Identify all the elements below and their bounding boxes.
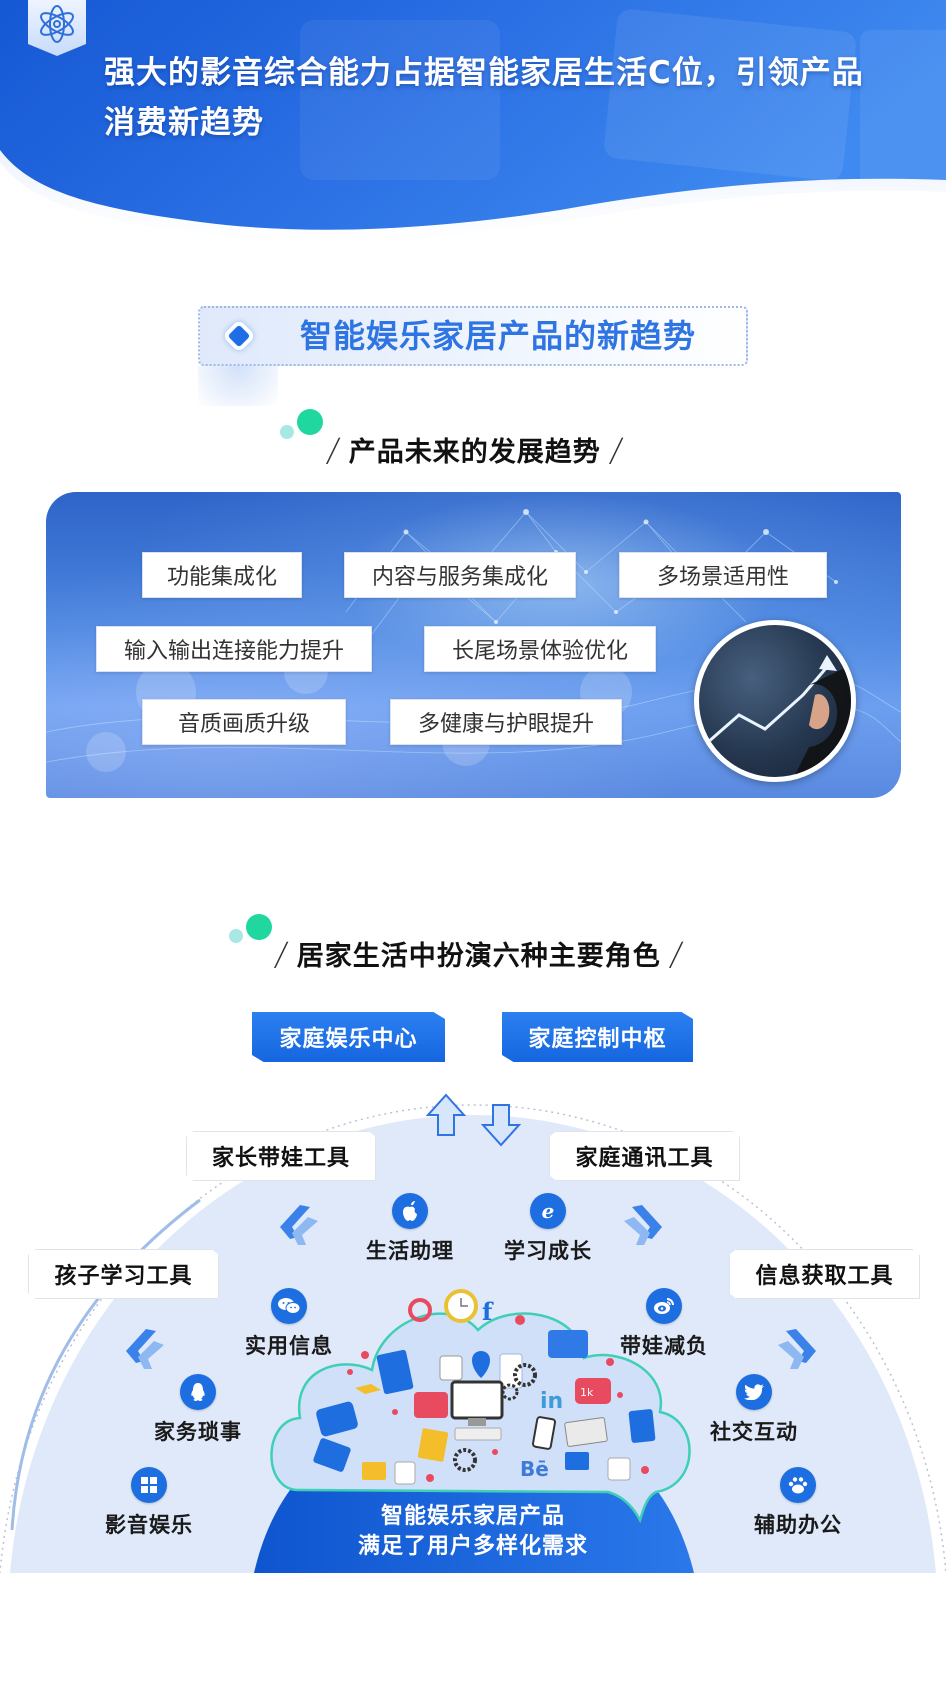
qq-icon [180, 1374, 216, 1410]
slash-decoration: / [607, 430, 625, 469]
trend-chip: 内容与服务集成化 [344, 552, 576, 598]
feature-label: 辅助办公 [754, 1513, 842, 1537]
section-banner: 智能娱乐家居产品的新趋势 [198, 306, 748, 366]
roles-heading: / 居家生活中扮演六种主要角色 / [266, 934, 692, 973]
chevron-up-left-icon [280, 1205, 318, 1245]
page-title: 强大的影音综合能力占据智能家居生活C位，引领产品消费新趋势 [104, 55, 864, 141]
feature-label: 带娃减负 [620, 1334, 708, 1358]
svg-text:Bē: Bē [520, 1457, 549, 1481]
feature-life-assistant: 生活助理 [355, 1193, 465, 1265]
role-tag-information-tool: 信息获取工具 [729, 1249, 920, 1299]
trend-chip: 多健康与护眼提升 [390, 699, 622, 745]
svg-text:1k: 1k [580, 1386, 594, 1399]
section-banner-title: 智能娱乐家居产品的新趋势 [300, 317, 697, 355]
feature-parenting-relief: 带娃减负 [609, 1288, 719, 1360]
header-wave-background [0, 0, 946, 242]
role-tag-parenting-tool: 家长带娃工具 [186, 1131, 376, 1181]
roles-heading-text: 居家生活中扮演六种主要角色 [296, 941, 661, 972]
apple-icon [392, 1193, 428, 1229]
atom-badge [28, 0, 86, 56]
feature-household-chores: 家务琐事 [143, 1374, 253, 1446]
big-dot-icon [246, 914, 272, 940]
center-caption: 智能娱乐家居产品 满足了用户多样化需求 [300, 1502, 646, 1562]
dome-background: 1k in Bē f [0, 1093, 946, 1573]
chevron-right-icon [778, 1329, 816, 1369]
baidu-paw-icon [780, 1467, 816, 1503]
role-tag-communication-tool: 家庭通讯工具 [549, 1131, 740, 1181]
role-button-control-hub[interactable]: 家庭控制中枢 [502, 1012, 693, 1062]
center-caption-line1: 智能娱乐家居产品 [380, 1504, 565, 1529]
feature-av-entertainment: 影音娱乐 [94, 1467, 204, 1539]
roles-dome: 1k in Bē f [0, 1040, 946, 1573]
trend-chip: 功能集成化 [142, 552, 302, 598]
trends-heading-text: 产品未来的发展趋势 [348, 437, 601, 468]
chevron-up-right-icon [624, 1205, 662, 1245]
slash-decoration: / [324, 430, 343, 469]
svg-text:f: f [482, 1297, 494, 1326]
diamond-icon [222, 319, 256, 353]
feature-practical-info: 实用信息 [234, 1288, 344, 1360]
trend-line-icon [706, 655, 851, 775]
feature-office-assist: 辅助办公 [743, 1467, 853, 1539]
role-button-entertainment-center[interactable]: 家庭娱乐中心 [252, 1012, 445, 1062]
role-tag-learning-tool: 孩子学习工具 [28, 1249, 219, 1299]
wechat-icon [271, 1288, 307, 1324]
twitter-icon [736, 1374, 772, 1410]
ie-browser-icon: e [530, 1193, 566, 1229]
big-dot-icon [297, 409, 323, 435]
slash-decoration: / [272, 934, 291, 973]
trends-panel: 功能集成化 内容与服务集成化 多场景适用性 输入输出连接能力提升 长尾场景体验优… [46, 492, 901, 798]
slash-decoration: / [667, 934, 685, 973]
feature-label: 社交互动 [710, 1420, 798, 1444]
trend-chip: 长尾场景体验优化 [424, 626, 656, 672]
feature-learning-growth: e 学习成长 [493, 1193, 603, 1265]
feature-label: 影音娱乐 [105, 1513, 193, 1537]
weibo-icon [646, 1288, 682, 1324]
svg-text:in: in [540, 1389, 563, 1414]
trend-chip: 音质画质升级 [142, 699, 346, 745]
header-banner: 强大的影音综合能力占据智能家居生活C位，引领产品消费新趋势 [0, 0, 946, 250]
small-dot-icon [280, 425, 294, 439]
trend-chip: 输入输出连接能力提升 [96, 626, 372, 672]
banner-shadow [198, 366, 278, 406]
trends-heading: / 产品未来的发展趋势 / [318, 430, 632, 469]
trend-chip: 多场景适用性 [619, 552, 827, 598]
feature-label: 家务琐事 [154, 1420, 242, 1444]
feature-label: 生活助理 [366, 1239, 454, 1263]
chevron-left-icon [126, 1329, 164, 1369]
center-caption-line2: 满足了用户多样化需求 [357, 1534, 588, 1559]
feature-label: 学习成长 [504, 1239, 592, 1263]
atom-icon [28, 0, 86, 56]
rising-chart-hand-image [694, 620, 856, 782]
small-dot-icon [229, 929, 243, 943]
windows-icon [131, 1467, 167, 1503]
feature-social-interaction: 社交互动 [699, 1374, 809, 1446]
feature-label: 实用信息 [245, 1334, 333, 1358]
